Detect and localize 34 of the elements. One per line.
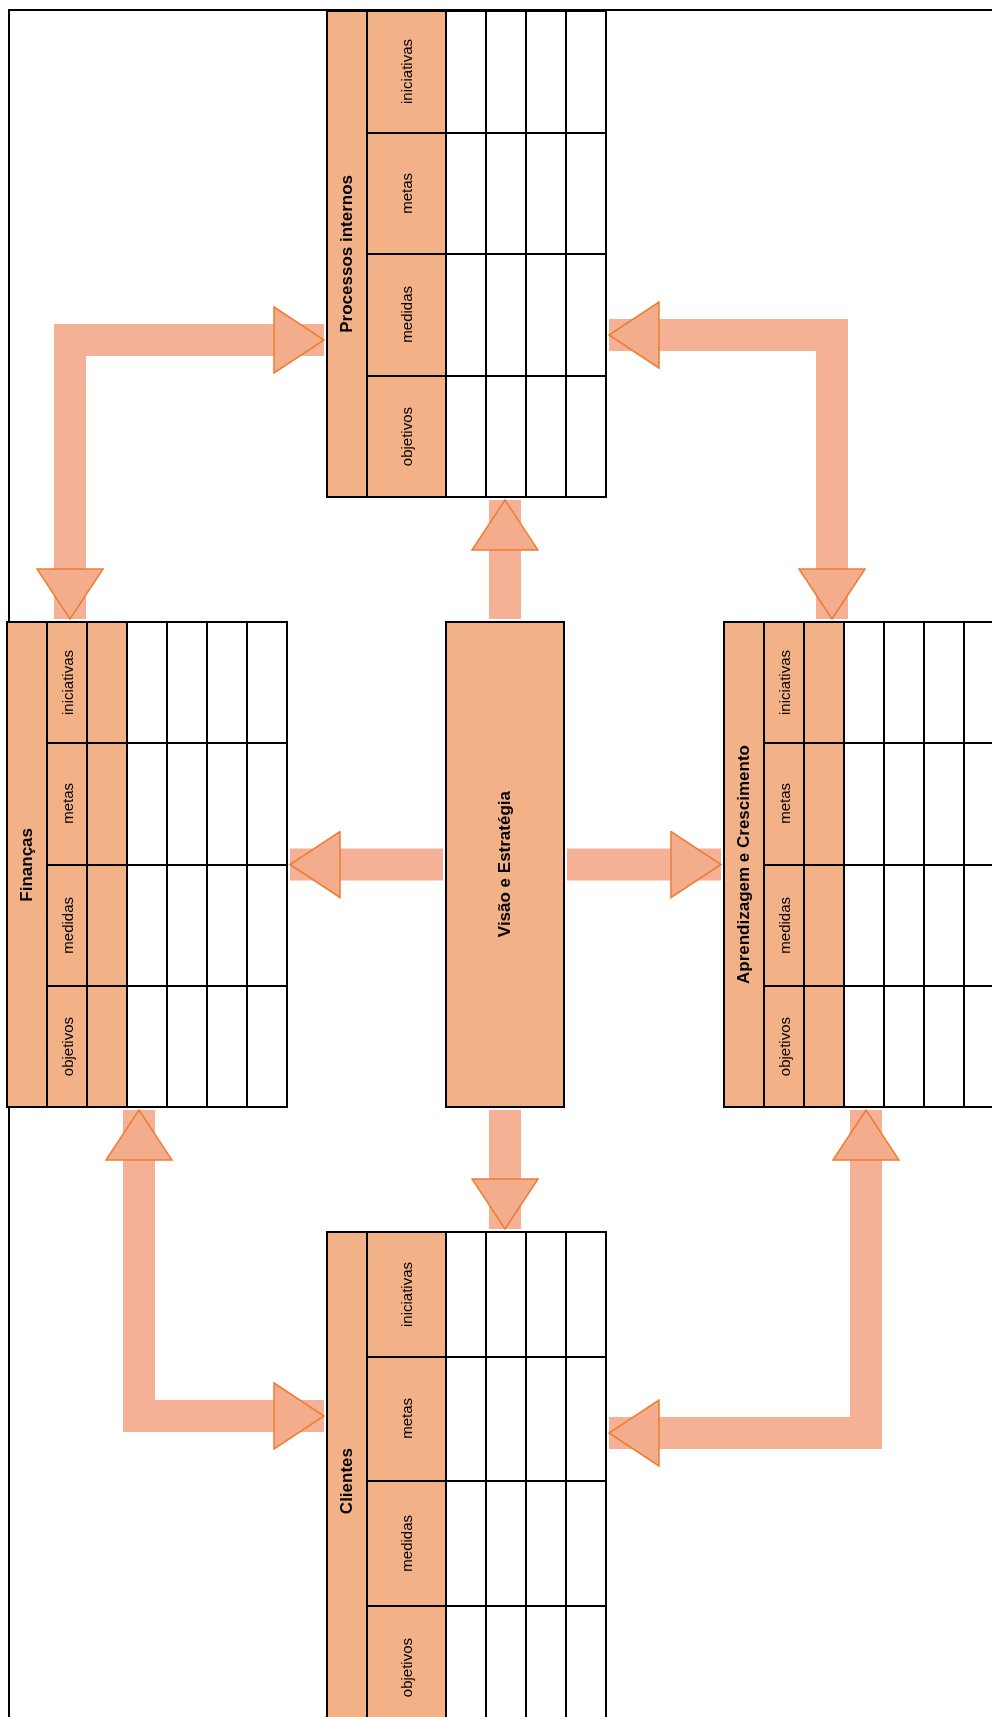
scorecard-table xyxy=(326,1231,607,1717)
row-label: objetivos xyxy=(58,1016,76,1076)
block-arrow xyxy=(36,306,325,620)
block-arrow xyxy=(608,1109,900,1467)
row-label: metas xyxy=(398,1398,415,1440)
block-arrow xyxy=(567,830,722,899)
row-label: metas xyxy=(398,172,415,214)
box-label: Visão e Estratégia xyxy=(495,791,515,938)
table-title: Finanças xyxy=(17,827,37,902)
row-label: iniciativas xyxy=(775,650,793,716)
row-label: medidas xyxy=(775,896,793,954)
block-arrow xyxy=(105,1109,325,1450)
scorecard-table xyxy=(723,621,992,1108)
row-label: metas xyxy=(58,783,76,825)
table-title: Aprendizagem e Crescimento xyxy=(734,745,754,984)
row-label: iniciativas xyxy=(398,1261,415,1327)
row-label: iniciativas xyxy=(58,650,76,716)
block-arrow xyxy=(608,301,866,620)
row-label: iniciativas xyxy=(398,39,415,105)
row-label: objetivos xyxy=(775,1016,793,1076)
table-title: Processos internos xyxy=(337,175,357,333)
table-title: Clientes xyxy=(337,1447,357,1515)
block-arrow xyxy=(289,830,443,899)
row-label: medidas xyxy=(58,896,76,954)
vision-box xyxy=(445,621,565,1108)
block-arrow xyxy=(471,1110,539,1230)
row-label: metas xyxy=(775,783,793,825)
row-label: medidas xyxy=(398,286,415,344)
scorecard-table xyxy=(6,621,288,1108)
scorecard-table xyxy=(326,10,607,498)
row-label: objetivos xyxy=(398,406,415,466)
row-label: medidas xyxy=(398,1514,415,1572)
block-arrow xyxy=(471,499,539,619)
row-label: objetivos xyxy=(398,1638,415,1698)
